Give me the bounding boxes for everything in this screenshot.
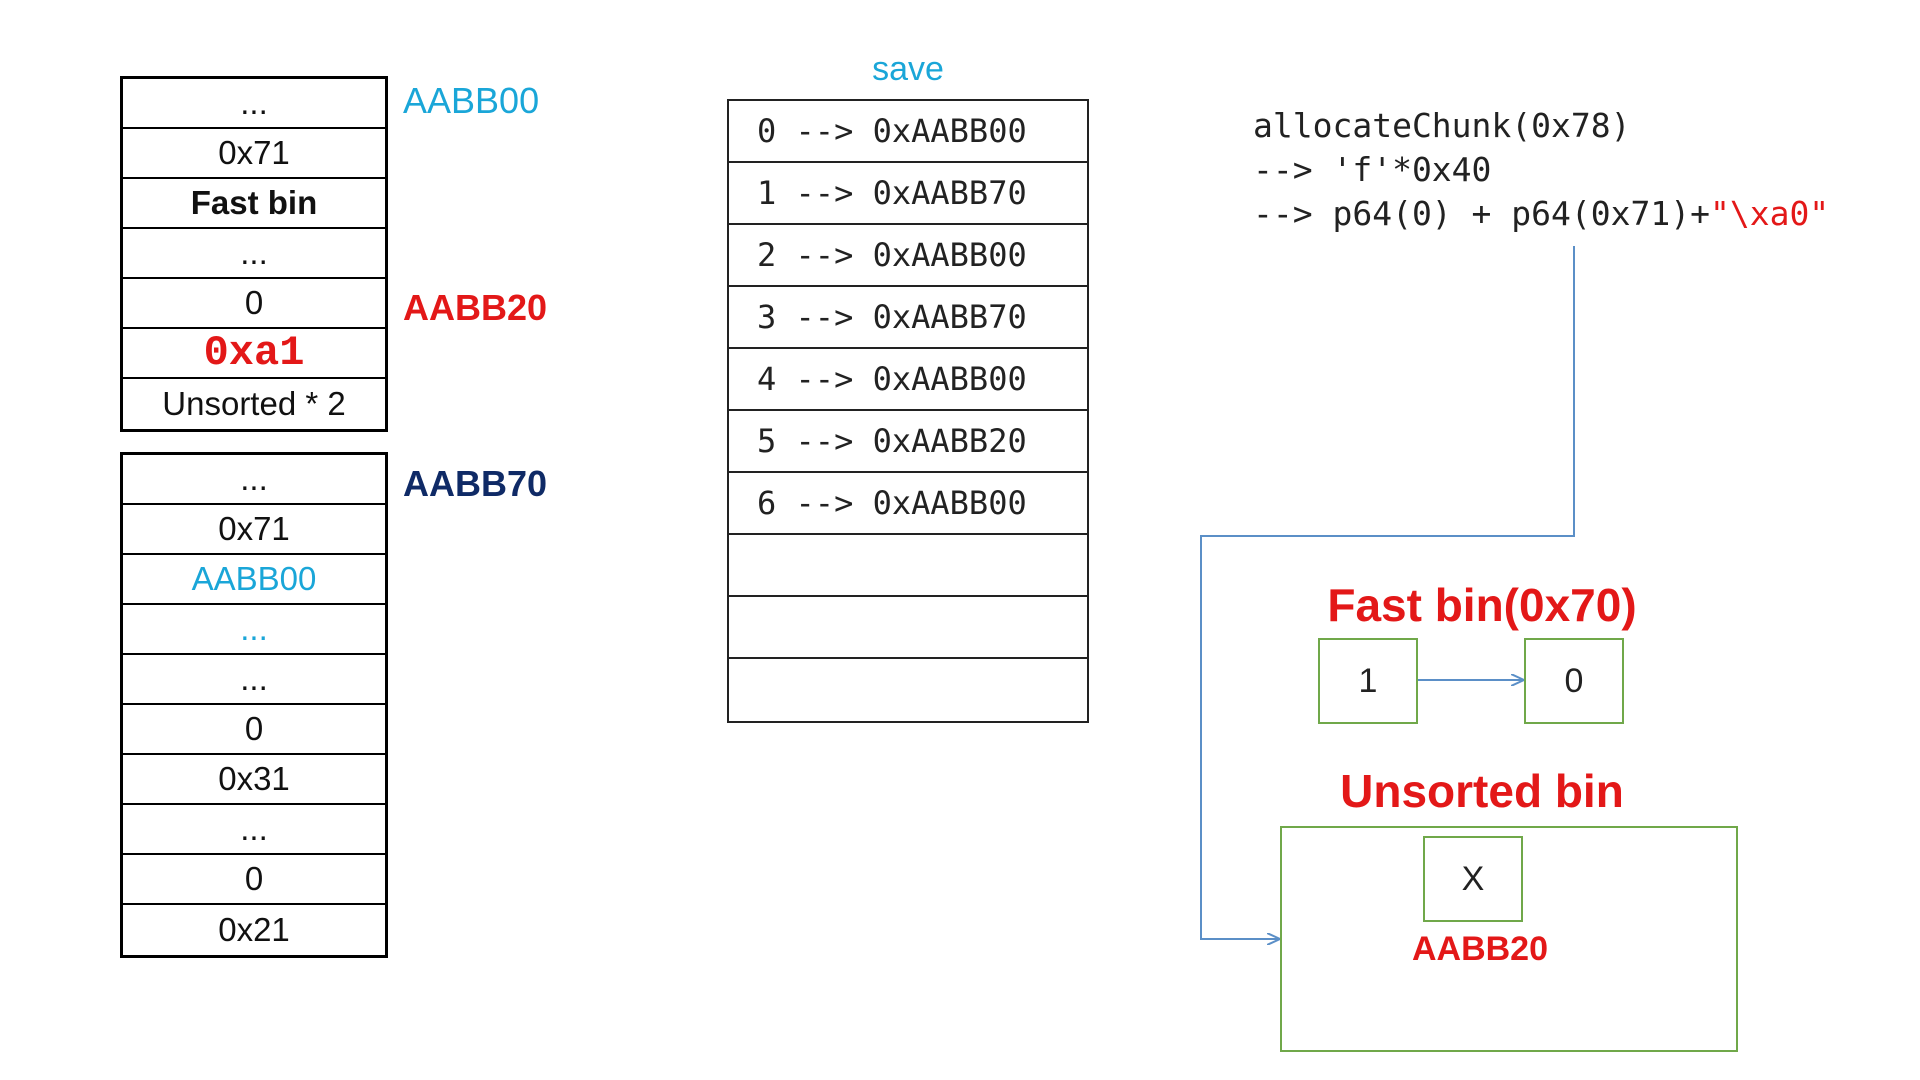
chunk-b-block: ... 0x71 AABB00 ... ... 0 0x31 ... 0 0x2…: [120, 452, 388, 958]
code-line-1: allocateChunk(0x78): [1253, 106, 1631, 145]
chunk-a-cell: 0xa1: [123, 329, 385, 379]
chunk-a-block: ... 0x71 Fast bin ... 0 0xa1 Unsorted * …: [120, 76, 388, 432]
chunk-b-address: AABB70: [403, 463, 548, 504]
chunk-b-cell: ...: [123, 805, 385, 855]
chunk-b-cell: ...: [123, 655, 385, 705]
chunk-b-cell: 0: [123, 705, 385, 755]
code-line-3-prefix: --> p64(0) + p64(0x71)+: [1253, 194, 1710, 233]
chunk-b-cell: 0x21: [218, 911, 290, 948]
code-line-3: --> p64(0) + p64(0x71)+"\xa0": [1253, 192, 1829, 236]
chunk-b-cell: 0x71: [123, 505, 385, 555]
chunk-a-cell: 0x71: [123, 129, 385, 179]
code-line-2: --> 'f'*0x40: [1253, 150, 1492, 189]
fast-bin-title: Fast bin(0x70): [1327, 579, 1637, 631]
chunk-b-cell: ...: [123, 455, 385, 505]
chunk-b-cell: 0x31: [123, 755, 385, 805]
save-row: [729, 597, 1087, 659]
chunk-a-inner-address: AABB20: [403, 287, 548, 328]
chunk-a-cell: Unsorted * 2: [162, 385, 346, 422]
chunk-b-cell: ...: [123, 605, 385, 655]
chunk-b-cell: 0: [123, 855, 385, 905]
unsorted-bin-title: Unsorted bin: [1340, 765, 1624, 817]
save-table: 0 --> 0xAABB00 1 --> 0xAABB70 2 --> 0xAA…: [727, 99, 1089, 723]
chunk-a-cell: Fast bin: [123, 179, 385, 229]
save-row: 5 --> 0xAABB20: [729, 411, 1087, 473]
code-snippet: allocateChunk(0x78)--> 'f'*0x40--> p64(0…: [1253, 104, 1829, 236]
code-line-3-payload: "\xa0": [1709, 194, 1830, 233]
fast-bin-node: 0: [1524, 638, 1624, 724]
chunk-a-cell: ...: [123, 79, 385, 129]
save-row: 0 --> 0xAABB00: [729, 101, 1087, 163]
fast-bin-node: 1: [1318, 638, 1418, 724]
unsorted-node-address: AABB20: [1411, 930, 1549, 968]
unsorted-bin-node: X: [1423, 836, 1523, 922]
code-to-unsorted-arrow: [1200, 246, 1575, 939]
chunk-a-cell: ...: [123, 229, 385, 279]
save-row: [729, 535, 1087, 597]
chunk-a-cell: 0: [123, 279, 385, 329]
save-row: 6 --> 0xAABB00: [729, 473, 1087, 535]
save-row: 3 --> 0xAABB70: [729, 287, 1087, 349]
save-row: 2 --> 0xAABB00: [729, 225, 1087, 287]
chunk-a-address: AABB00: [403, 80, 540, 121]
save-row: 1 --> 0xAABB70: [729, 163, 1087, 225]
save-table-title: save: [872, 50, 944, 88]
chunk-b-cell: AABB00: [123, 555, 385, 605]
save-row: 4 --> 0xAABB00: [729, 349, 1087, 411]
